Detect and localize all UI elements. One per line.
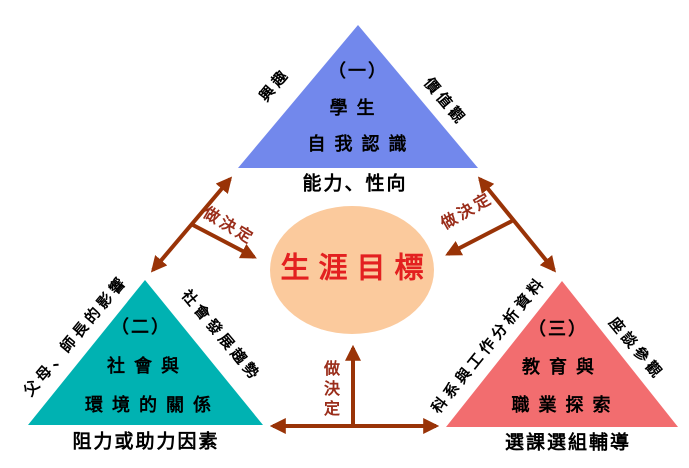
right-double-arrow bbox=[477, 176, 557, 273]
top-triangle-number: （一） bbox=[328, 61, 388, 82]
left-triangle-number: （二） bbox=[111, 317, 171, 338]
left-triangle-shape bbox=[28, 280, 263, 425]
left-triangle-base-label: 阻力或助力因素 bbox=[72, 430, 220, 453]
right-triangle-line2: 職業探索 bbox=[511, 395, 620, 416]
right-triangle-line1: 教育與 bbox=[522, 357, 603, 378]
right-triangle-number: （三） bbox=[528, 319, 588, 340]
arrow-group bbox=[150, 176, 557, 434]
center-ellipse-shape bbox=[270, 206, 434, 334]
top-triangle-line2: 自我認識 bbox=[307, 134, 416, 155]
top-triangle-base-label: 能力、性向 bbox=[302, 172, 408, 195]
right-triangle-shape bbox=[446, 281, 678, 427]
top-triangle-line1: 學生 bbox=[329, 98, 384, 119]
left-triangle-line1: 社會與 bbox=[107, 356, 188, 377]
center-goal-label: 生涯目標 bbox=[280, 250, 433, 285]
right-decision-arrow bbox=[445, 219, 513, 256]
decision-label-bottom: 做決定 bbox=[321, 360, 340, 420]
left-triangle-line2: 環境的關係 bbox=[85, 395, 220, 416]
left-decision-arrow bbox=[190, 222, 257, 259]
right-triangle-base-label: 選課選組輔導 bbox=[504, 431, 632, 454]
top-triangle-shape bbox=[238, 25, 478, 168]
